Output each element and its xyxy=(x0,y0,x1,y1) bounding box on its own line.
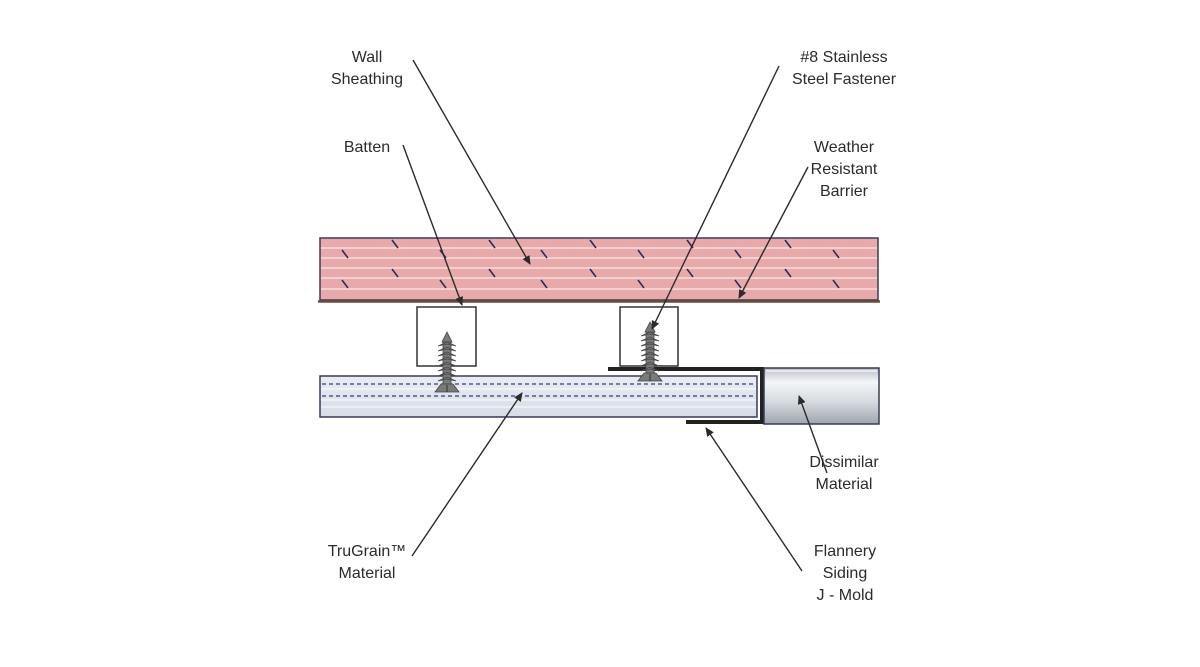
nail-mark xyxy=(734,249,742,259)
nail-mark xyxy=(734,279,742,289)
screw-thread xyxy=(640,356,660,362)
label-line: Material xyxy=(338,565,396,582)
trugrain-board xyxy=(319,375,758,418)
nail-mark xyxy=(540,279,548,289)
screw-thread xyxy=(640,341,660,347)
label-line: Batten xyxy=(343,139,391,156)
label-line: Weather xyxy=(813,139,875,156)
nail-mark xyxy=(391,239,399,249)
nail-mark xyxy=(341,249,349,259)
label-batten: Batten xyxy=(335,137,399,159)
leader-j-mold xyxy=(705,427,803,572)
screw-thread xyxy=(640,361,660,367)
label-trugrain-material: TruGrain™ Material xyxy=(318,541,416,585)
leader-dissimilar-material xyxy=(797,395,828,474)
screw-thread xyxy=(437,346,457,352)
nail-mark xyxy=(637,279,645,289)
screw-thread xyxy=(437,376,457,382)
screw-thread xyxy=(437,366,457,372)
label-j-mold: Flannery Siding J - Mold xyxy=(800,541,890,607)
nail-mark xyxy=(488,239,496,249)
leader-batten xyxy=(402,144,463,306)
nail-mark xyxy=(832,249,840,259)
leader-wall-sheathing xyxy=(412,59,531,265)
label-dissimilar-material: Dissimilar Material xyxy=(798,452,890,496)
nail-mark xyxy=(488,268,496,278)
screw-thread xyxy=(640,366,660,372)
nail-mark xyxy=(391,268,399,278)
label-line: #8 Stainless xyxy=(800,49,888,66)
nail-mark xyxy=(784,239,792,249)
screw-thread xyxy=(640,331,660,337)
label-line: Siding xyxy=(822,565,868,582)
screw-thread xyxy=(640,351,660,357)
nail-mark xyxy=(784,268,792,278)
label-wall-sheathing: Wall Sheathing xyxy=(318,47,416,91)
label-line: Sheathing xyxy=(330,71,404,88)
screw-thread xyxy=(437,371,457,377)
leader-trugrain-material xyxy=(411,392,523,557)
nail-mark xyxy=(589,239,597,249)
wall-sheathing xyxy=(319,237,879,301)
nail-mark xyxy=(832,279,840,289)
nail-mark xyxy=(540,249,548,259)
sheathing-grain-lines xyxy=(321,247,877,290)
screw-thread xyxy=(640,346,660,352)
label-line: Barrier xyxy=(819,183,868,200)
label-line: Resistant xyxy=(810,161,878,178)
label-line: Material xyxy=(815,476,873,493)
screw-thread xyxy=(437,356,457,362)
nail-mark xyxy=(637,249,645,259)
label-weather-resistant-barrier: Weather Resistant Barrier xyxy=(800,137,888,203)
dissimilar-material-panel xyxy=(763,367,880,425)
nail-mark xyxy=(589,268,597,278)
screw-thread xyxy=(437,351,457,357)
nail-mark xyxy=(439,279,447,289)
label-line: J - Mold xyxy=(816,587,874,604)
label-fastener: #8 Stainless Steel Fastener xyxy=(782,47,906,91)
leader-weather-barrier xyxy=(738,166,809,299)
label-line: Flannery xyxy=(813,543,877,560)
screw-thread xyxy=(437,361,457,367)
label-line: Dissimilar xyxy=(809,454,879,471)
sheathing-board xyxy=(319,237,879,301)
screw-thread xyxy=(640,336,660,342)
label-line: TruGrain™ xyxy=(327,543,407,560)
leader-fastener xyxy=(651,65,780,330)
label-line: Wall xyxy=(351,49,383,66)
fastener-screw-right xyxy=(637,321,663,382)
leader-lines xyxy=(402,59,828,572)
nail-mark xyxy=(341,279,349,289)
fastener-screw-left xyxy=(434,331,460,393)
label-line: Steel Fastener xyxy=(791,71,897,88)
j-mold-profile xyxy=(608,367,764,424)
screw-thread xyxy=(437,341,457,347)
sheathing-nail-marks xyxy=(341,239,840,289)
nail-mark xyxy=(686,268,694,278)
